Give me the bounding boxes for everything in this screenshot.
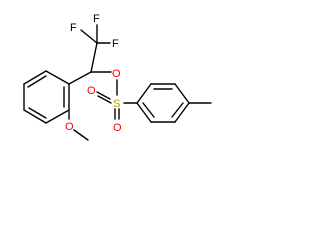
bond-cf3-cstar (90, 42, 98, 73)
bond-c-f-left (80, 29, 98, 44)
structure-canvas: F F F O S O O O (23, 13, 212, 141)
ring1-bond-2 (23, 70, 47, 85)
ring1-bond-5 (45, 109, 70, 124)
ring2-double-2 (171, 102, 184, 118)
atom-f-left: F (70, 22, 77, 34)
ring1-double-1 (27, 75, 47, 88)
ring2-bond-3 (174, 83, 190, 104)
bond-o-methyl (73, 129, 89, 141)
ring1-bond-1 (45, 70, 70, 85)
ring1-double-2 (28, 107, 47, 119)
bond-s-o-up-a (96, 91, 111, 100)
ring2-double-3 (142, 102, 155, 118)
ring1-bond-4 (23, 109, 47, 124)
atom-f-right: F (112, 38, 119, 50)
atom-o-methoxy: O (65, 121, 74, 133)
ring2-bond-6 (136, 102, 152, 123)
atom-o-ester: O (112, 68, 121, 80)
bond-s-o-up-b (97, 95, 112, 104)
chemical-structure: F F F O S O O O (23, 13, 212, 141)
ring2-bond-4 (174, 102, 190, 123)
ring2-bond-1 (136, 83, 152, 104)
atom-f-top: F (93, 13, 100, 25)
bond-cstar-aryl (68, 71, 92, 85)
atom-o-sulfonyl-down: O (113, 122, 122, 134)
atom-sulfur: S (113, 98, 120, 110)
atom-o-sulfonyl-up: O (87, 85, 96, 97)
